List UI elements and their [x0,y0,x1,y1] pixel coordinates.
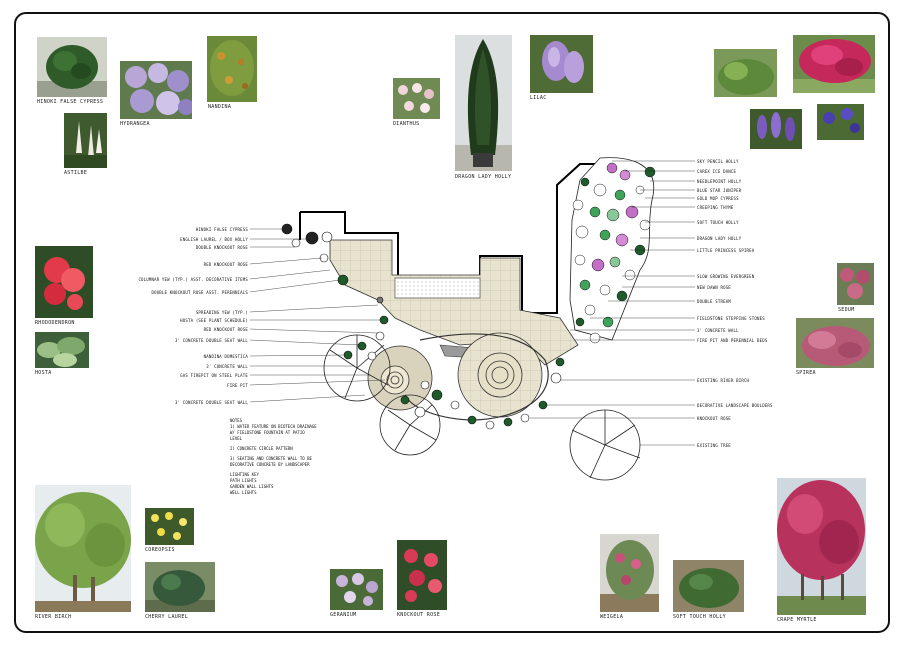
plan-label: SKY PENCIL HOLLY [697,159,739,164]
purple-flower-photo [750,109,802,149]
right-garden-bed [569,157,656,344]
plan-label: COLUMNAR YEW (TYP.) ASST. DECORATIVE ITE… [138,277,248,282]
dianthus-caption: DIANTHUS [393,121,420,127]
nandina-photo [207,36,257,102]
notes-line: W/ FIELDSTONE FOUNTAIN AT PATIO [230,430,305,435]
geranium-caption: GERANIUM [330,612,357,618]
plan-label: DOUBLE STREAM [697,299,731,304]
lilac-caption: LILAC [530,95,547,101]
plan-label: CREEPING THYME [697,205,734,210]
plan-label: RED KNOCKOUT ROSE [203,327,248,332]
hydrangea-photo [120,61,192,119]
plan-label: RED KNOCKOUT ROSE [203,262,248,267]
plan-label: NANDINA DOMESTICA [203,354,248,359]
crape-myrtle-caption: CRAPE MYRTLE [777,617,817,623]
notes-line: 1) WATER FEATURE ON BIOTECH DRAINAGE [230,424,317,429]
notes-title: NOTES [230,418,243,423]
astilbe-photo [64,113,107,168]
notes-line: LIGHTING KEY [230,472,259,477]
plan-label: ENGLISH LAUREL / BOX HOLLY [180,237,248,242]
river-birch-photo [35,485,131,612]
knockout-rose-caption: KNOCKOUT ROSE [397,612,441,618]
plan-label: SPREADING YEW (TYP.) [195,310,248,315]
plan-label: DECORATIVE LANDSCAPE BOULDERS [697,403,773,408]
dragon-lady-photo [455,35,512,171]
spirea-photo [796,318,874,368]
cherry-laurel-caption: CHERRY LAUREL [145,614,189,620]
iris-photo [817,104,864,140]
sedum-caption: SEDUM [838,307,855,313]
plan-label: EXISTING RIVER BIRCH [697,378,750,383]
house-outline [299,163,600,314]
dianthus-photo [393,78,440,119]
hinoki-caption: HINOKI FALSE CYPRESS [37,99,104,105]
rhododendron-caption: RHODODENDRON [35,320,75,326]
weigela-photo [600,534,659,612]
dragon-lady-caption: DRAGON LADY HOLLY [455,174,512,180]
plan-label: FIELDSTONE STEPPING STONES [697,316,765,321]
spirea-caption: SPIREA [796,370,816,376]
patio-paving [329,239,579,366]
coreopsis-photo [145,508,194,545]
top-right-shrub-photo [714,49,777,97]
plan-label: DOUBLE KNOCKOUT ROSE ASST. PERENNIALS [151,290,248,295]
plan-label: EXISTING TREE [697,443,731,448]
plan-label: NEW DAWN ROSE [697,285,731,290]
geranium-photo [330,569,383,610]
coreopsis-caption: COREOPSIS [145,547,175,553]
plan-label: SLOW GROWING EVERGREEN [697,274,755,279]
plan-label: NEEDLEPOINT HOLLY [697,179,742,184]
notes-line: 3) SEATING AND CONCRETE WALL TO BE [230,456,312,461]
plan-label: SOFT TOUCH HOLLY [697,220,739,225]
plan-label: 3' CONCRETE WALL [206,364,248,369]
left-leader-lines [249,228,386,403]
river-birch-caption: RIVER BIRCH [35,614,72,620]
burning-bush-photo [793,35,875,93]
plan-label: 3' CONCRETE DOUBLE SEAT WALL [174,400,248,405]
nandina-caption: NANDINA [208,104,232,110]
notes-line: DECORATIVE CONCRETE BY LANDSCAPER [230,462,310,467]
notes-line: GARDEN WALL LIGHTS [230,484,274,489]
plan-label: 3' CONCRETE WALL [697,328,739,333]
plan-label: 3' CONCRETE DOUBLE SEAT WALL [174,338,248,343]
right-leader-lines [530,160,695,446]
knockout-rose-photo [397,540,447,610]
lilac-photo [530,35,593,93]
soft-touch-holly-caption: SOFT TOUCH HOLLY [673,614,726,620]
plan-notes: NOTES 1) WATER FEATURE ON BIOTECH DRAINA… [230,418,317,496]
hydrangea-caption: HYDRANGEA [120,121,150,127]
rhododendron-photo [35,246,93,318]
plan-label: LITTLE PRINCESS SPIREA [697,248,755,253]
hosta-caption: HOSTA [35,370,52,376]
crape-myrtle-photo [777,478,866,615]
plan-label: DOUBLE KNOCKOUT ROSE [195,245,248,250]
plan-label: FIRE PIT [227,383,248,388]
notes-line: 2) CONCRETE CIRCLE PATTERN [230,446,293,451]
notes-line: WELL LIGHTS [230,490,257,495]
plan-label: HINOKI FALSE CYPRESS [195,227,248,232]
plan-label: DRAGON LADY HOLLY [697,236,742,241]
plan-label: FIRE PIT AND PERENNIAL BEDS [697,338,768,343]
cherry-laurel-photo [145,562,215,612]
shrub-symbols [281,223,565,430]
plan-label: HOSTA (SEE PLANT SCHEDULE) [180,318,248,323]
notes-line: LEVEL [230,436,243,441]
plan-label: BLUE STAR JUNIPER [697,188,742,193]
sedum-photo [837,263,874,305]
fire-pit-circles [367,332,549,421]
plan-label: CAREX ICE DANCE [697,169,737,174]
soft-touch-holly-photo [673,560,744,612]
astilbe-caption: ASTILBE [64,170,88,176]
notes-line: PATH LIGHTS [230,478,257,483]
hosta-photo [35,332,89,368]
hinoki-photo [37,37,107,97]
plan-label: GAS FIREPIT ON STEEL PLATE [180,373,248,378]
plan-label: KNOCKOUT ROSE [697,416,731,421]
weigela-caption: WEIGELA [600,614,624,620]
plan-label: GOLD MOP CYPRESS [697,196,739,201]
